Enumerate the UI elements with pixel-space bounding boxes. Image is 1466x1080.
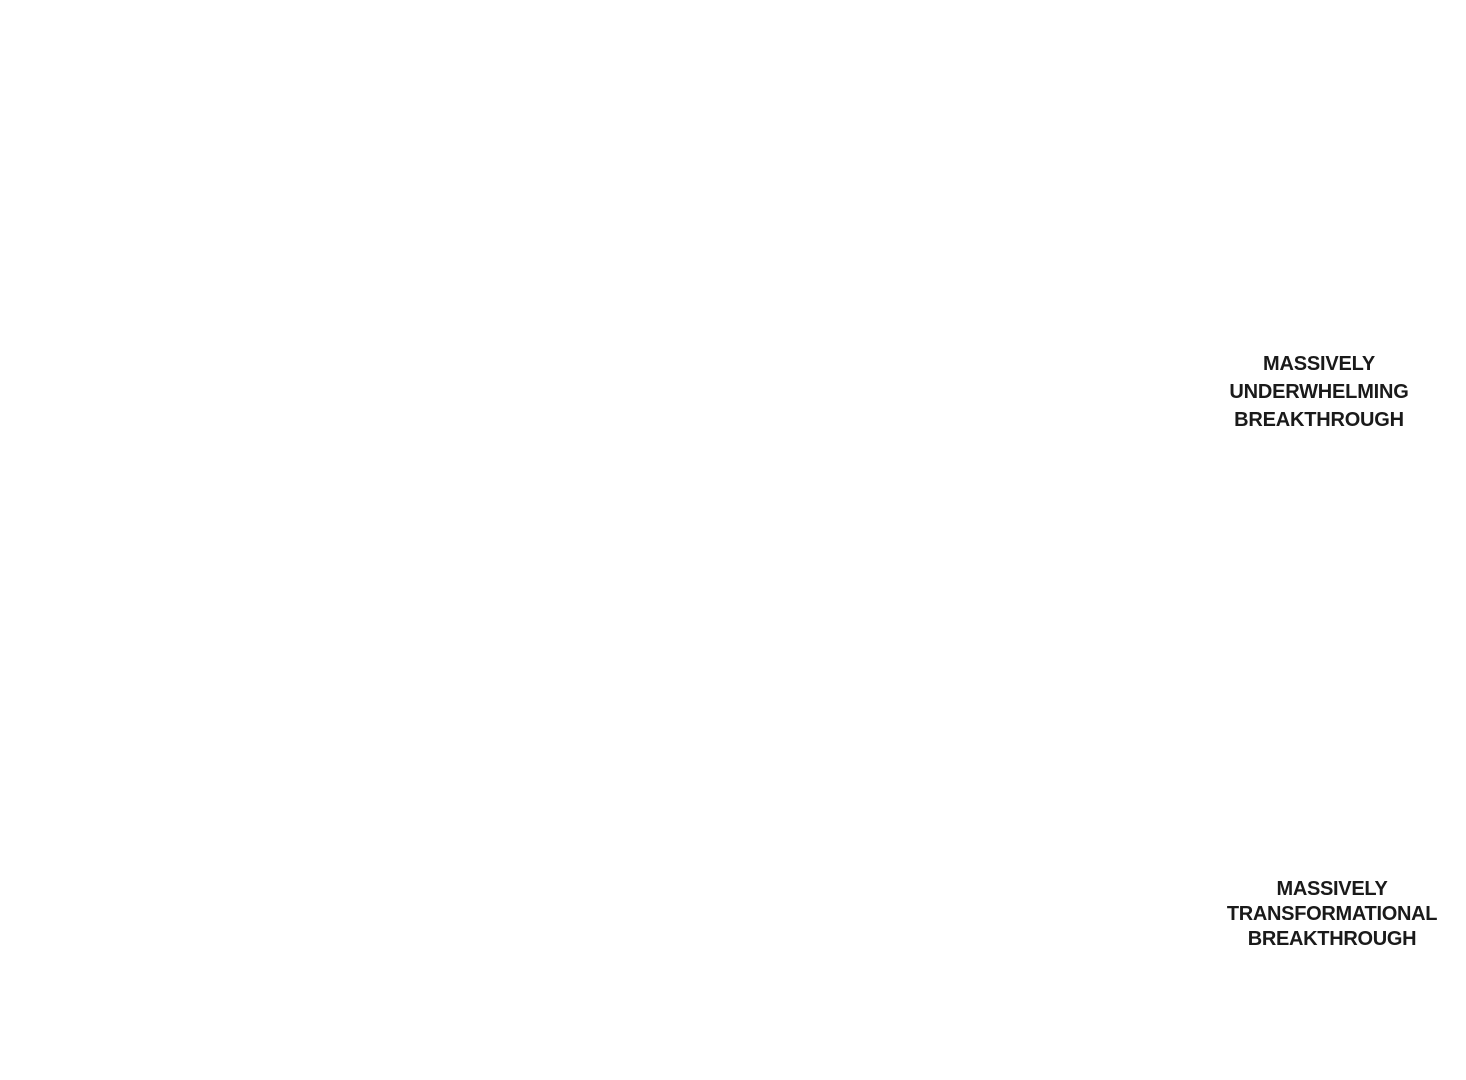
- label-line: MASSIVELY: [1263, 353, 1375, 375]
- label-line: TRANSFORMATIONAL: [1226, 903, 1438, 925]
- transformational-breakthrough-label: MASSIVELY TRANSFORMATIONAL BREAKTHROUGH: [1216, 877, 1448, 952]
- label-line: MASSIVELY: [1276, 878, 1388, 900]
- label-line: BREAKTHROUGH: [1234, 409, 1404, 431]
- label-line: UNDERWHELMING: [1229, 381, 1409, 403]
- underwhelming-breakthrough-label: MASSIVELY UNDERWHELMING BREAKTHROUGH: [1219, 350, 1419, 434]
- label-line: BREAKTHROUGH: [1247, 928, 1417, 950]
